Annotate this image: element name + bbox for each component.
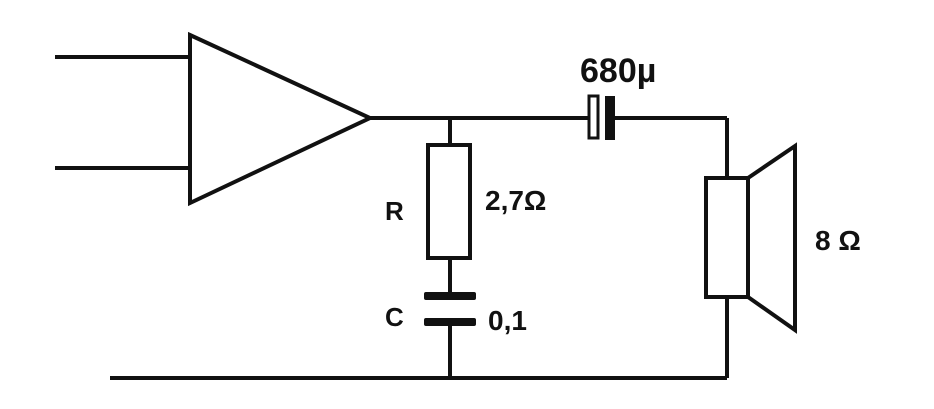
resistor — [426, 143, 472, 260]
capacitor-value: 0,1 — [488, 305, 527, 336]
capacitor — [424, 292, 476, 326]
capacitor-label: C — [385, 302, 404, 332]
resistor-value: 2,7Ω — [485, 185, 546, 216]
wires — [110, 116, 729, 380]
input-wires — [55, 55, 190, 170]
amplifier-symbol — [188, 31, 375, 207]
output-capacitor — [587, 94, 615, 140]
speaker — [704, 142, 797, 334]
resistor-label: R — [385, 196, 404, 226]
speaker-impedance: 8 Ω — [815, 225, 861, 256]
output-capacitor-value: 680µ — [580, 52, 656, 90]
